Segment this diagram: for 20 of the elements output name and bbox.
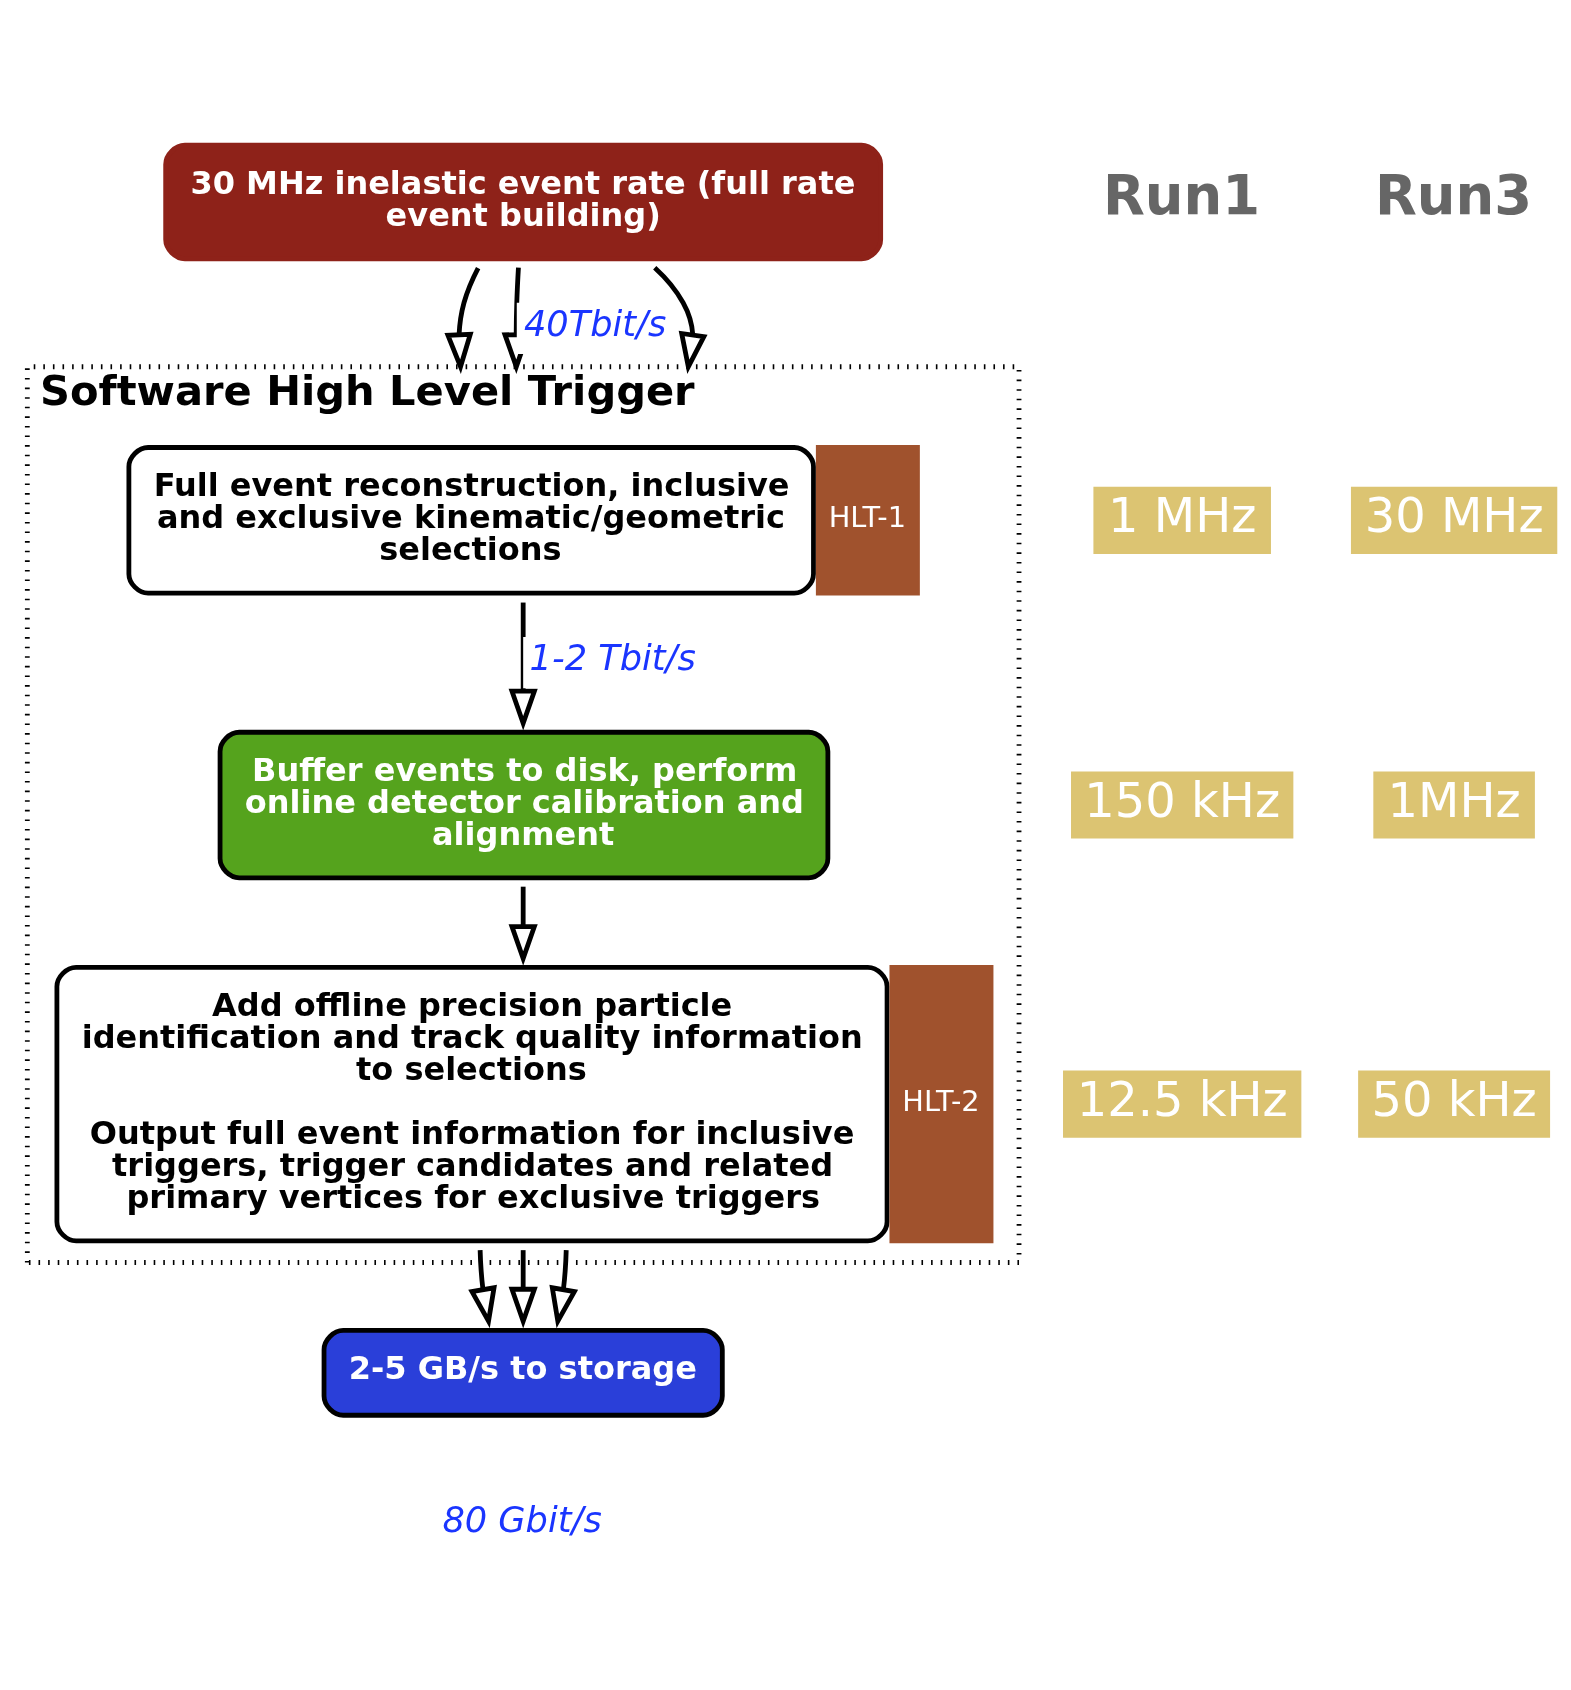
- arrow: [653, 266, 708, 374]
- label: 30 MHz: [1364, 487, 1544, 544]
- arrow: [549, 1250, 579, 1329]
- arrow: [468, 1250, 497, 1329]
- label: 12.5 kHz: [1076, 1071, 1288, 1128]
- node-label: HLT-2: [902, 1084, 980, 1119]
- label: 150 kHz: [1084, 772, 1281, 829]
- arrow: [508, 1250, 538, 1329]
- arrow: [508, 886, 538, 966]
- label: Run3: [1374, 164, 1533, 228]
- arrow: [508, 602, 538, 731]
- label: 1 MHz: [1107, 487, 1257, 544]
- label: 80 Gbit/s: [442, 1499, 602, 1541]
- edge-label: 1-2 Tbit/s: [529, 637, 696, 679]
- node-label: HLT-1: [828, 500, 907, 535]
- label: 1MHz: [1387, 772, 1521, 829]
- label: Run1: [1103, 164, 1261, 228]
- edge-label: 40Tbit/s: [523, 302, 667, 344]
- label: 50 kHz: [1371, 1071, 1537, 1128]
- arrow: [444, 266, 481, 374]
